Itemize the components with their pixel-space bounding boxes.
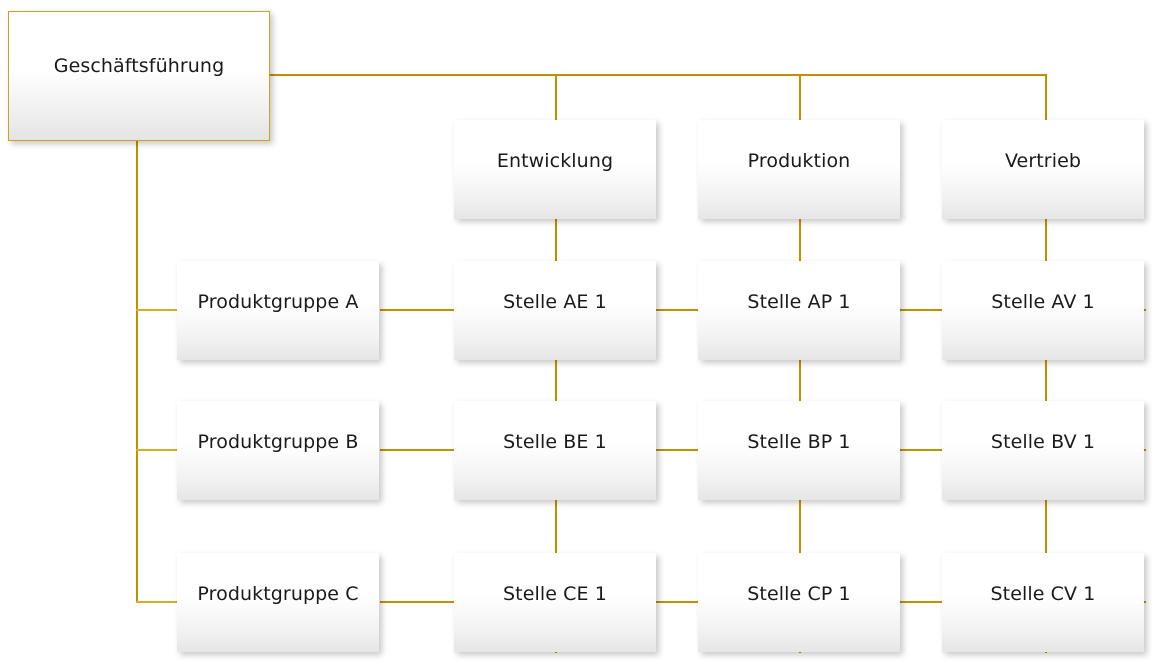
node-label: Stelle AE 1 [503,291,607,314]
node-label: Stelle CP 1 [747,583,851,606]
node-produktgruppe-c[interactable]: Produktgruppe C [177,553,379,652]
connector-root-to-departments-bus [268,74,1047,76]
node-label: Stelle CV 1 [990,583,1096,606]
node-stelle-cp-1[interactable]: Stelle CP 1 [698,553,900,652]
node-label: Produktgruppe C [197,583,359,606]
node-stelle-cv-1[interactable]: Stelle CV 1 [942,553,1144,652]
node-stelle-bp-1[interactable]: Stelle BP 1 [698,401,900,500]
node-stelle-ae-1[interactable]: Stelle AE 1 [454,261,656,360]
node-label: Stelle AV 1 [991,291,1095,314]
connector-drop-entwicklung [555,74,557,122]
connector-drop-produktion [799,74,801,122]
node-produktion[interactable]: Produktion [698,120,900,219]
node-stelle-av-1[interactable]: Stelle AV 1 [942,261,1144,360]
connector-root-trunk-vertical [136,141,138,603]
node-produktgruppe-b[interactable]: Produktgruppe B [177,401,379,500]
node-vertrieb[interactable]: Vertrieb [942,120,1144,219]
connector-stub-produktgruppe-b [136,449,181,451]
node-label: Vertrieb [1004,150,1082,173]
node-label: Produktgruppe B [197,431,359,454]
node-stelle-be-1[interactable]: Stelle BE 1 [454,401,656,500]
node-label: Geschäftsführung [53,54,225,77]
connector-stub-produktgruppe-c [136,601,181,603]
node-label: Stelle BV 1 [990,431,1096,454]
node-label: Stelle AP 1 [747,291,851,314]
node-produktgruppe-a[interactable]: Produktgruppe A [177,261,379,360]
node-label: Stelle CE 1 [503,583,607,606]
node-entwicklung[interactable]: Entwicklung [454,120,656,219]
node-label: Produktion [747,150,851,173]
node-stelle-bv-1[interactable]: Stelle BV 1 [942,401,1144,500]
node-label: Stelle BE 1 [503,431,607,454]
node-label: Entwicklung [496,150,614,173]
node-label: Stelle BP 1 [747,431,851,454]
node-label: Produktgruppe A [197,291,359,314]
node-stelle-ce-1[interactable]: Stelle CE 1 [454,553,656,652]
node-geschaeftsfuehrung[interactable]: Geschäftsführung [8,11,270,141]
connector-stub-produktgruppe-a [136,309,181,311]
node-stelle-ap-1[interactable]: Stelle AP 1 [698,261,900,360]
connector-drop-vertrieb [1045,74,1047,122]
